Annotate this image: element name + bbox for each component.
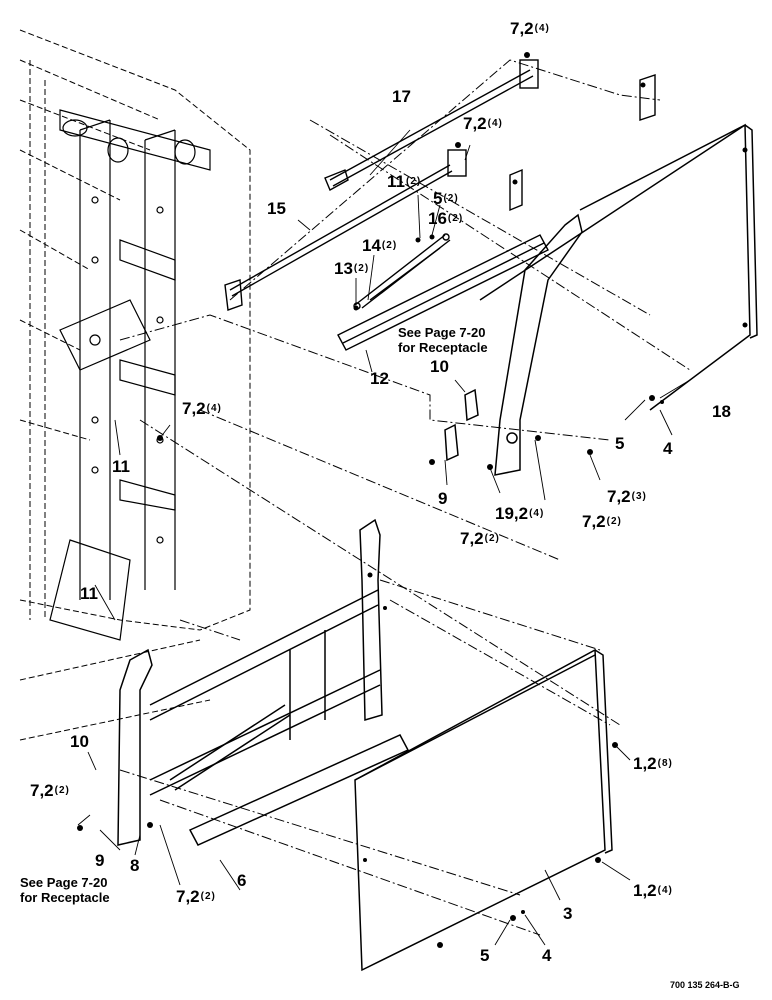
- leader-lines-lower: [77, 584, 631, 946]
- callout-9-upper: 9: [438, 489, 448, 508]
- callout-13-qty-2: 13(2): [334, 259, 370, 278]
- callout-7-2-qty-2-right: 7,2(2): [582, 512, 622, 531]
- callout-8: 8: [130, 856, 140, 875]
- machine-frame: [19, 29, 251, 741]
- lower-panel-3: [354, 648, 613, 972]
- callout-5-qty-2: 5(2): [433, 189, 459, 208]
- callout-7-2-qty-4-upper: 7,2(4): [463, 114, 503, 133]
- frame-uprights: [49, 109, 211, 641]
- callout-14-qty-2: 14(2): [362, 236, 398, 255]
- callout-1-2-qty-4: 1,2(4): [633, 881, 673, 900]
- callout-10-lower: 10: [70, 732, 89, 751]
- callout-6: 6: [237, 871, 247, 890]
- callout-4-lower: 4: [542, 946, 552, 965]
- rail-12: [337, 234, 549, 351]
- callout-7-2-qty-3: 7,2(3): [607, 487, 647, 506]
- strut-14: [353, 233, 451, 310]
- upper-side-plate-19: [444, 213, 583, 476]
- callout-11-qty-2: 11(2): [387, 172, 422, 191]
- callout-11-frame-lower: 11: [80, 584, 98, 603]
- callout-19-2-qty-4: 19,2(4): [495, 504, 545, 523]
- callout-15: 15: [267, 199, 286, 218]
- upper-panel-18: [479, 123, 758, 411]
- callout-11-frame-upper: 11: [112, 457, 130, 476]
- callout-7-2-qty-2-lower: 7,2(2): [176, 887, 216, 906]
- callout-18: 18: [712, 402, 731, 421]
- drawing-number: 700 135 264-B-G: [670, 980, 740, 990]
- callout-5-upper: 5: [615, 434, 625, 453]
- receptacle-reference-note-lower: See Page 7-20 for Receptacle: [20, 875, 110, 905]
- callout-4-upper: 4: [663, 439, 673, 458]
- callout-12: 12: [370, 369, 389, 388]
- callout-16-qty-2: 16(2): [428, 209, 464, 228]
- callout-3: 3: [563, 904, 573, 923]
- lower-frame-8: [117, 518, 383, 846]
- fasteners: [77, 52, 748, 948]
- callout-7-2-qty-2-upper: 7,2(2): [460, 529, 500, 548]
- callout-9-lower: 9: [95, 851, 105, 870]
- rod-15: [224, 149, 523, 311]
- callout-5-lower: 5: [480, 946, 490, 965]
- callout-7-2-qty-4-top: 7,2(4): [510, 19, 550, 38]
- lower-assembly-outline: [119, 419, 621, 936]
- callout-10-upper: 10: [430, 357, 449, 376]
- callout-7-2-qty-4-frame: 7,2(4): [182, 399, 222, 418]
- callout-7-2-qty-2-lower-left: 7,2(2): [30, 781, 70, 800]
- receptacle-reference-note-upper: See Page 7-20 for Receptacle: [398, 325, 488, 355]
- leader-lines-upper: [114, 129, 691, 501]
- lower-rail-6: [188, 734, 410, 846]
- rod-17: [324, 59, 656, 191]
- callout-1-2-qty-8: 1,2(8): [633, 754, 673, 773]
- callout-17: 17: [392, 87, 411, 106]
